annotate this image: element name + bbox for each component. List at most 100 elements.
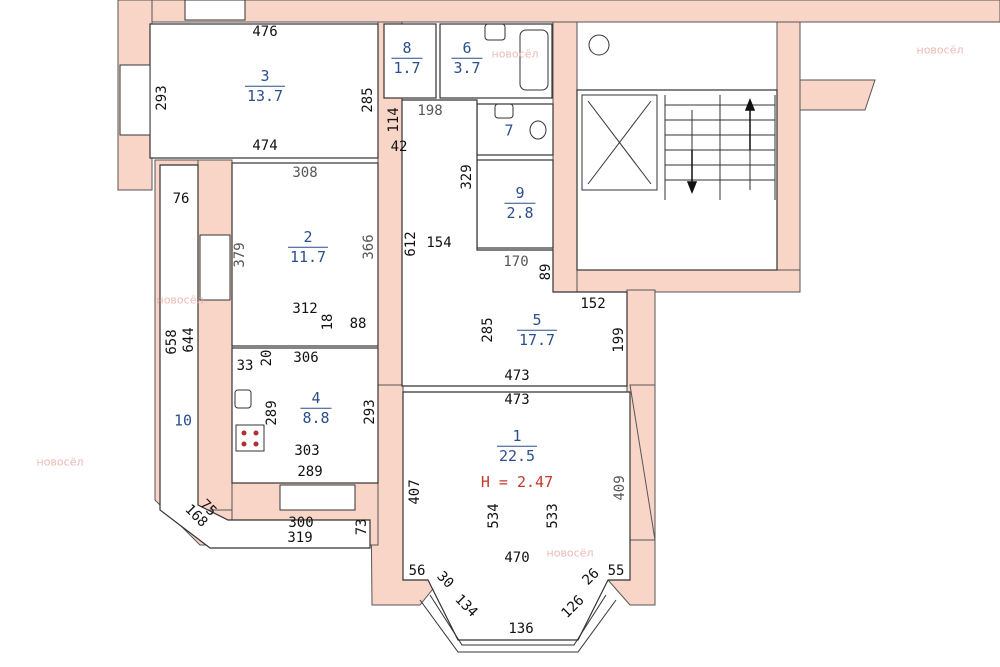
window-room-2	[199, 234, 231, 301]
dimension: 285	[360, 87, 376, 113]
watermark-logo: новосёл	[156, 293, 204, 307]
wall-2-4-left	[197, 159, 233, 511]
room-area: 1.7	[391, 57, 423, 77]
watermark-logo: новосёл	[491, 47, 539, 61]
dimension: 303	[294, 443, 320, 459]
dimension: 289	[297, 464, 323, 480]
dimension: 20	[259, 349, 275, 367]
dimension: 114	[386, 107, 402, 133]
dimension: 658	[164, 329, 180, 355]
room-area: 2.8	[504, 202, 536, 222]
room-7-floor	[476, 103, 554, 156]
stove-icon	[235, 424, 265, 452]
wall-stair-bottom	[576, 269, 801, 293]
room-5-floor	[401, 99, 628, 387]
room-9-floor	[476, 159, 554, 249]
dimension: 152	[580, 296, 606, 312]
dimension: 409	[612, 475, 628, 501]
dimension: 73	[354, 518, 370, 536]
dimension: 136	[508, 621, 534, 637]
dimension: 170	[503, 254, 529, 270]
dimension: 473	[504, 392, 530, 408]
room-number: 7	[504, 121, 514, 140]
wall-stub-right	[799, 79, 876, 111]
room-number: 6	[462, 38, 472, 57]
dimension: 312	[292, 301, 318, 317]
toilet-icon	[529, 120, 547, 140]
room-1-floor	[402, 391, 631, 641]
exterior-wall-top	[117, 0, 1000, 23]
dimension: 476	[252, 24, 278, 40]
sink-icon	[484, 23, 506, 41]
watermark-logo: новосёл	[916, 43, 964, 57]
bathtub-icon	[519, 29, 549, 91]
kitchen-sink-icon	[234, 389, 252, 409]
dimension: 407	[407, 479, 423, 505]
room-number: 4	[311, 388, 321, 407]
room-number: 2	[303, 227, 313, 246]
room-7-label: 7	[504, 122, 513, 141]
dimension: 533	[545, 503, 561, 529]
dimension: 42	[390, 139, 408, 155]
room-number: 10	[173, 411, 193, 430]
dimension: 319	[287, 530, 313, 546]
dimension: 644	[181, 327, 197, 353]
room-number: 8	[402, 38, 412, 57]
ceiling-height: H = 2.47	[480, 473, 554, 491]
room-area: 22.5	[496, 445, 538, 465]
stove-burners	[241, 430, 259, 447]
dimension: 199	[611, 327, 627, 353]
dimension: 33	[236, 358, 254, 374]
bay-window	[419, 599, 617, 653]
wall-stair-right	[776, 21, 801, 293]
dimension: 289	[264, 400, 280, 426]
dimension: 470	[504, 550, 530, 566]
watermark-logo: новосёл	[36, 455, 84, 469]
dimension: 300	[288, 515, 314, 531]
room-area: 13.7	[244, 85, 286, 105]
room-10-floor	[159, 164, 371, 549]
dimension: 293	[362, 399, 378, 425]
dimension: 473	[504, 368, 530, 384]
dimension: 55	[607, 563, 625, 579]
dimension: 474	[252, 138, 278, 154]
dimension: 89	[538, 263, 554, 281]
room-4-floor	[231, 347, 379, 484]
dimension: 366	[361, 234, 377, 260]
sink-icon-2	[494, 103, 514, 119]
room-8-floor	[383, 23, 437, 99]
dimension: 308	[292, 165, 318, 181]
dimension: 18	[320, 313, 336, 331]
room-area: 17.7	[516, 329, 558, 349]
room-number: 1	[512, 426, 522, 445]
chute-icon	[588, 34, 610, 56]
room-area: 8.8	[300, 407, 332, 427]
room-6-floor	[439, 23, 553, 99]
dimension: 293	[154, 85, 170, 111]
room-number: 3	[260, 66, 270, 85]
room-number: 9	[515, 183, 525, 202]
window-room-4	[279, 484, 356, 511]
room-area: 3.7	[451, 57, 483, 77]
dimension: 56	[408, 563, 426, 579]
dimension: 88	[349, 316, 367, 332]
dimension: 198	[417, 103, 443, 119]
dimension: 329	[459, 164, 475, 190]
dimension: 285	[480, 317, 496, 343]
watermark-logo: новосёл	[546, 546, 594, 560]
window-top	[184, 0, 246, 21]
dimension: 154	[426, 235, 452, 251]
dimension: 76	[172, 191, 190, 207]
dimension: 534	[486, 503, 502, 529]
room-10-label: 10	[174, 412, 192, 431]
dimension: 306	[293, 350, 319, 366]
room-2-floor	[231, 162, 379, 347]
